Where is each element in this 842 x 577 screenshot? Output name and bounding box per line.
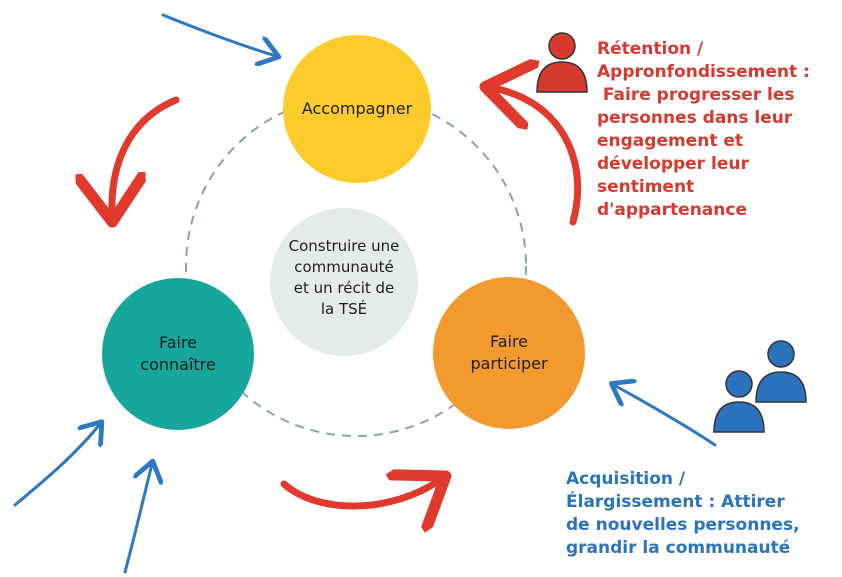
center-line-3: et un récit de <box>293 279 395 297</box>
faire-connaitre-circle[interactable] <box>102 278 254 430</box>
red-arrow-connaitre-to-participer <box>280 480 440 506</box>
center-line-2: communauté <box>294 258 394 276</box>
blue-arrow-to-connaitre-2 <box>123 464 152 574</box>
faire-participer-label: Faire participer <box>439 331 579 375</box>
acquisition-text: Acquisition / Élargissement : Attirer de… <box>566 468 800 560</box>
accompagner-circle[interactable] <box>283 35 431 183</box>
two-people-icon <box>713 340 807 433</box>
blue-arrow-to-connaitre-1 <box>13 424 100 507</box>
center-label: Construire une communauté et un récit de… <box>264 236 424 320</box>
blue-arrow-to-accompagner <box>161 13 276 56</box>
red-arrow-participer-to-accompagner <box>492 88 582 226</box>
accompagner-label: Accompagner <box>301 99 413 118</box>
acquisition-line-4: grandir la communauté <box>566 538 791 558</box>
faire-connaitre-line-2: connaître <box>140 355 216 374</box>
faire-participer-line-2: participer <box>470 354 548 373</box>
acquisition-line-3: de nouvelles personnes, <box>566 515 800 535</box>
retention-line-4: personnes dans leur <box>597 108 793 128</box>
retention-line-7: sentiment <box>597 177 695 197</box>
center-line-1: Construire une <box>288 237 400 255</box>
retention-line-2: Appronfondissement : <box>597 62 810 82</box>
retention-text: Rétention / Appronfondissement : Faire p… <box>597 38 810 222</box>
retention-line-5: engagement et <box>597 131 744 151</box>
acquisition-line-2: Élargissement : Attirer <box>566 492 785 512</box>
faire-connaitre-label: Faire connaître <box>108 332 248 376</box>
retention-line-1: Rétention / <box>597 39 704 59</box>
person-icon <box>536 32 588 93</box>
retention-line-8: d'appartenance <box>597 200 747 220</box>
faire-participer-line-1: Faire <box>489 332 529 351</box>
acquisition-line-1: Acquisition / <box>566 469 686 489</box>
center-line-4: la TSÉ <box>320 300 368 318</box>
red-arrow-accompagner-to-connaitre <box>112 96 180 215</box>
faire-connaitre-line-1: Faire <box>158 333 198 352</box>
faire-participer-circle[interactable] <box>433 277 585 429</box>
retention-line-3: Faire progresser les <box>597 85 795 105</box>
center-circle <box>270 208 418 356</box>
retention-line-6: développer leur <box>597 154 749 174</box>
blue-arrow-to-participer <box>614 385 717 447</box>
